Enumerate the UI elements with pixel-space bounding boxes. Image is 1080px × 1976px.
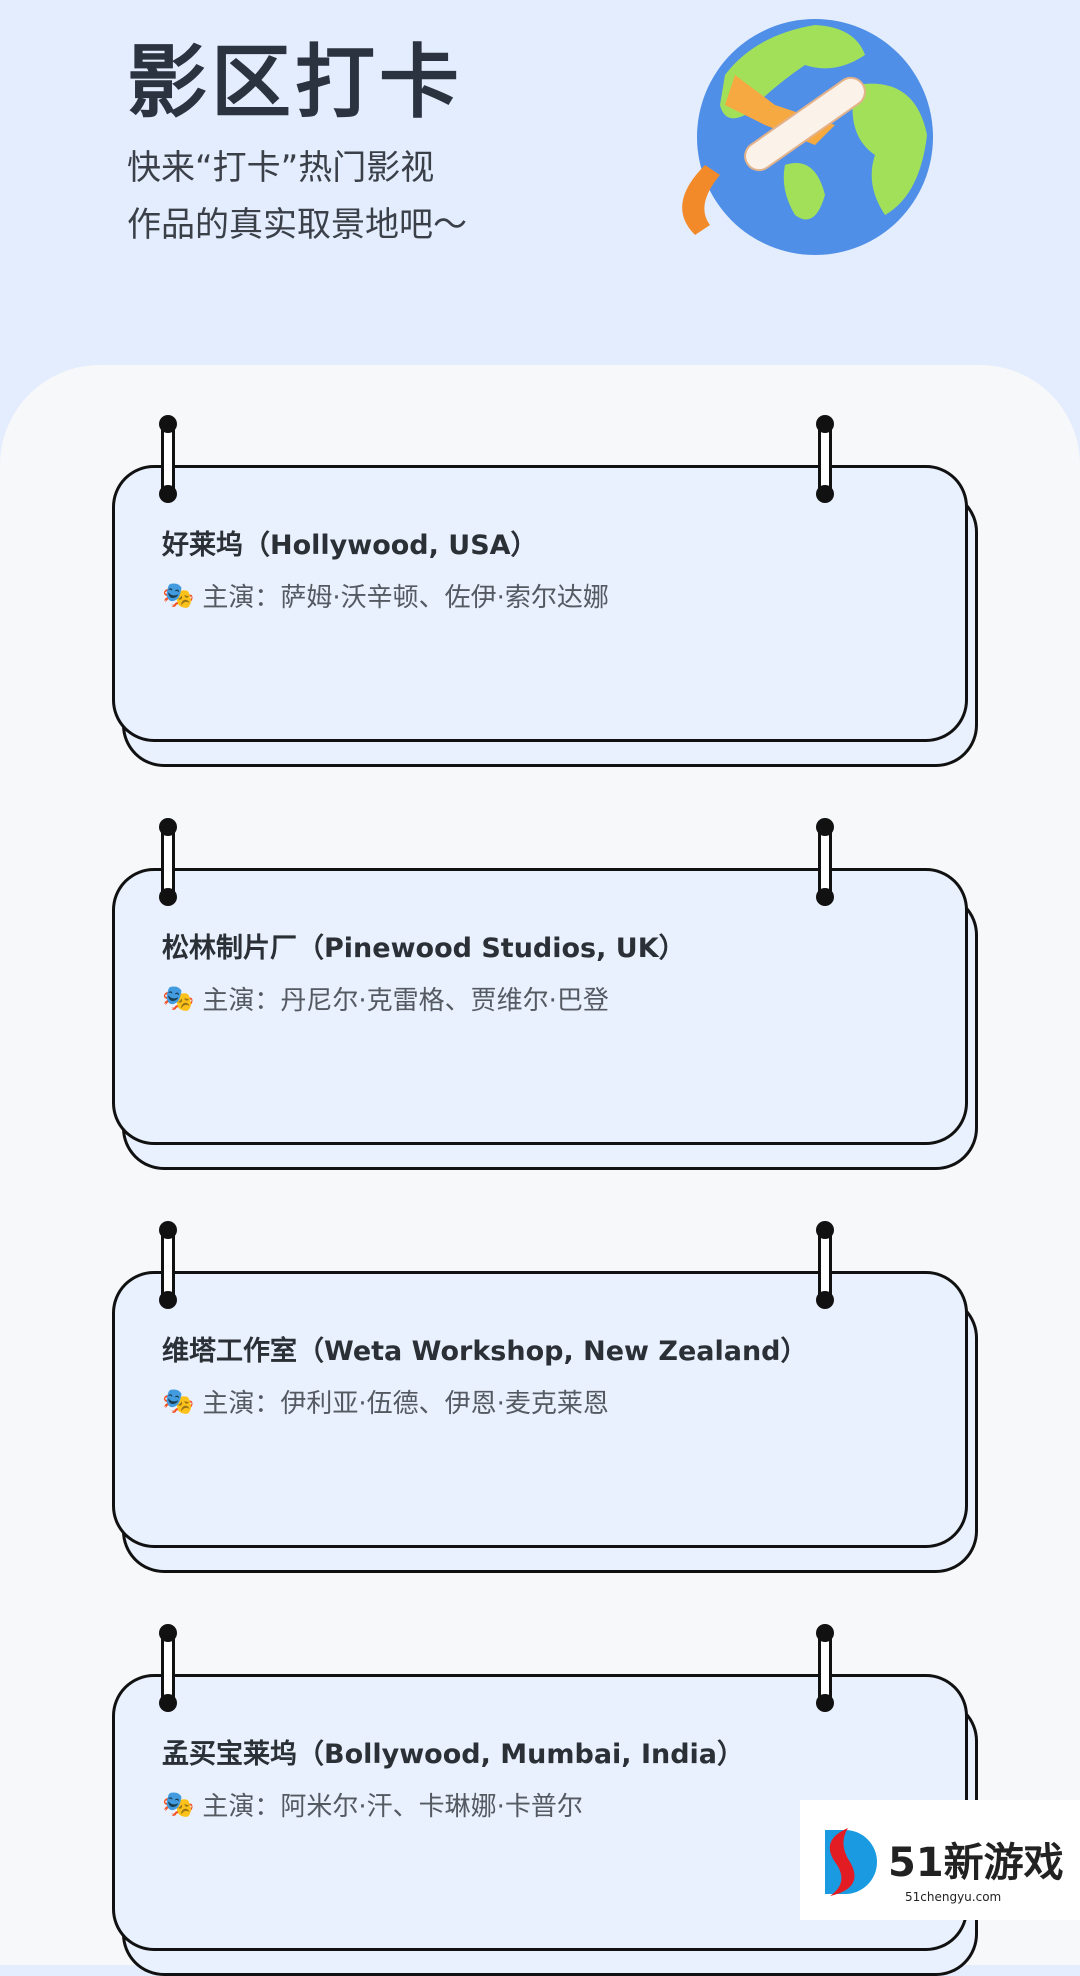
subtitle-line: 作品的真实取景地吧～ (127, 205, 467, 245)
watermark-brand: 51新游戏 (888, 1840, 1064, 1886)
location-card[interactable]: 好莱坞（Hollywood, USA） 🎭主演：萨姆·沃辛顿、佐伊·索尔达娜 (112, 415, 978, 767)
binder-ring (816, 1624, 834, 1712)
globe-airplane-icon (682, 19, 933, 255)
card-cast: 🎭主演：萨姆·沃辛顿、佐伊·索尔达娜 (162, 580, 609, 614)
binder-ring (159, 1221, 177, 1309)
card-title: 维塔工作室（Weta Workshop, New Zealand） (162, 1336, 808, 1367)
subtitle-line: 快来“打卡”热门影视 (127, 148, 435, 188)
watermark-logo: 51新游戏 51chengyu.com (800, 1800, 1080, 1920)
binder-ring (159, 818, 177, 906)
location-card[interactable]: 维塔工作室（Weta Workshop, New Zealand） 🎭主演：伊利… (112, 1221, 978, 1573)
card-cast: 🎭主演：阿米尔·汗、卡琳娜·卡普尔 (162, 1789, 583, 1823)
watermark-url: 51chengyu.com (905, 1890, 1002, 1904)
location-card[interactable]: 松林制片厂（Pinewood Studios, UK） 🎭主演：丹尼尔·克雷格、… (112, 818, 978, 1170)
theater-masks-icon: 🎭 (162, 983, 195, 1014)
binder-ring (816, 1221, 834, 1309)
binder-ring (816, 415, 834, 503)
card-title: 松林制片厂（Pinewood Studios, UK） (162, 933, 686, 964)
theater-masks-icon: 🎭 (162, 1789, 195, 1820)
card-title: 好莱坞（Hollywood, USA） (162, 530, 538, 561)
card-cast: 🎭主演：丹尼尔·克雷格、贾维尔·巴登 (162, 983, 609, 1017)
card-title: 孟买宝莱坞（Bollywood, Mumbai, India） (162, 1739, 745, 1770)
binder-ring (816, 818, 834, 906)
card-cast: 🎭主演：伊利亚·伍德、伊恩·麦克莱恩 (162, 1386, 609, 1420)
theater-masks-icon: 🎭 (162, 1386, 195, 1417)
binder-ring (159, 415, 177, 503)
theater-masks-icon: 🎭 (162, 580, 195, 611)
binder-ring (159, 1624, 177, 1712)
page-title: 影区打卡 (127, 36, 463, 129)
page-subtitle: 快来“打卡”热门影视 作品的真实取景地吧～ (127, 140, 467, 254)
